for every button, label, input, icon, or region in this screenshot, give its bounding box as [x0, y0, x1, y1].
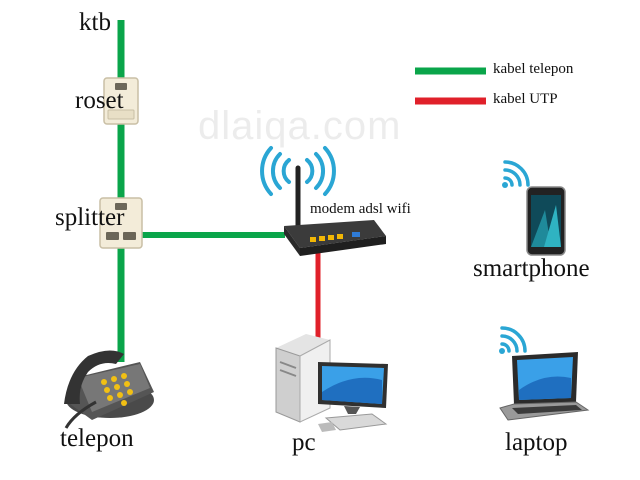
modem-icon	[260, 146, 386, 256]
legend-label-utp: kabel UTP	[493, 91, 558, 107]
label-laptop: laptop	[505, 429, 568, 456]
legend-label-phone: kabel telepon	[493, 61, 574, 77]
label-telepon: telepon	[60, 425, 134, 452]
pc-icon	[275, 334, 388, 432]
label-smartphone: smartphone	[473, 255, 590, 282]
telepon-icon	[64, 350, 154, 429]
label-roset: roset	[75, 87, 124, 114]
smartphone-icon	[502, 160, 566, 256]
splitter-icon	[99, 197, 143, 249]
laptop-wifi-icon	[500, 326, 527, 353]
smartphone-wifi-icon	[503, 160, 530, 187]
label-pc: pc	[292, 429, 316, 456]
label-ktb: ktb	[79, 9, 111, 36]
watermark-text: dlaiqa.com	[198, 104, 402, 148]
modem-wifi-icon	[260, 146, 336, 196]
laptop-icon	[499, 326, 590, 421]
cables	[117, 20, 321, 362]
roset-icon	[103, 77, 139, 125]
label-splitter: splitter	[55, 204, 125, 231]
label-modem: modem adsl wifi	[310, 201, 411, 217]
